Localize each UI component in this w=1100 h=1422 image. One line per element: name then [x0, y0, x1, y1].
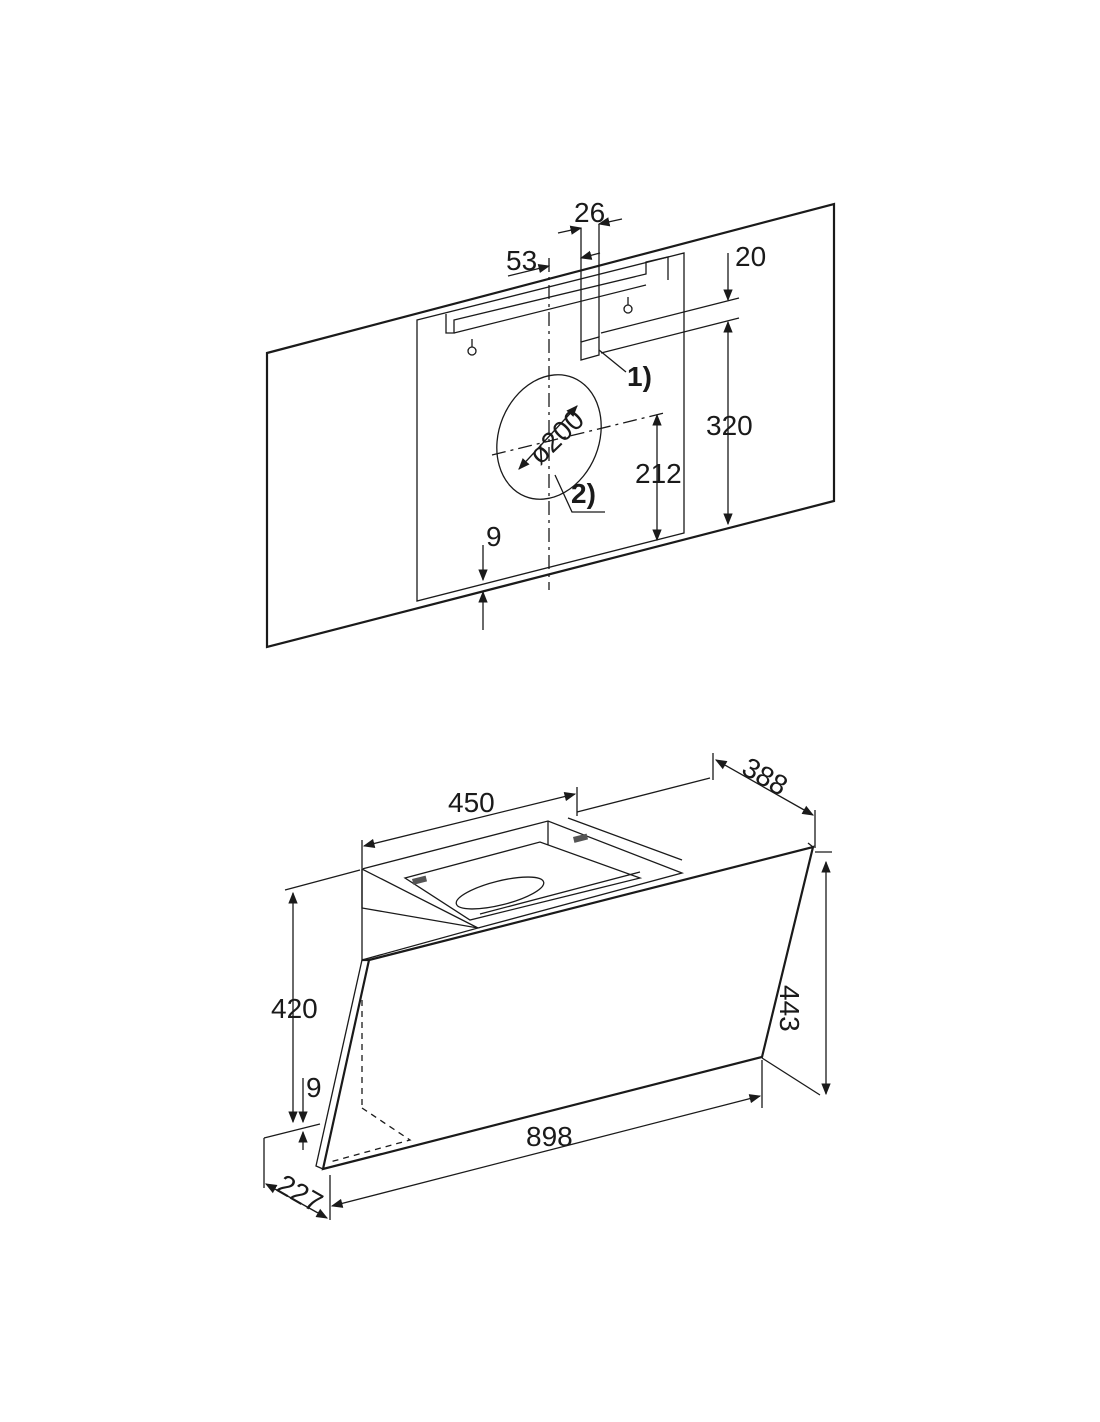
dim-53: 53 — [506, 245, 537, 276]
duct-opening — [496, 374, 602, 500]
hood-dimension-diagram: 388 450 420 9 443 898 227 — [263, 751, 832, 1220]
dim-320: 320 — [706, 410, 753, 441]
callout-2: 2) — [571, 478, 596, 509]
hood-body — [361, 820, 685, 929]
callout-1: 1) — [627, 361, 652, 392]
dim-420: 420 — [271, 993, 318, 1024]
dim-26: 26 — [574, 197, 605, 228]
hidden-edge — [329, 1107, 412, 1163]
mounting-plate — [416, 252, 685, 602]
dim-9-wall: 9 — [486, 521, 502, 552]
dim-898: 898 — [526, 1121, 573, 1152]
wall-mounting-diagram: ø200 1) 2) 26 53 20 320 212 9 — [265, 197, 836, 649]
dim-227: 227 — [272, 1168, 328, 1218]
dim-9-hood: 9 — [306, 1072, 322, 1103]
dim-388: 388 — [737, 751, 793, 801]
dim-212: 212 — [635, 458, 682, 489]
hood-top-recess — [403, 841, 643, 921]
electrical-connection — [580, 336, 600, 361]
mounting-bracket — [445, 256, 669, 334]
diameter-label: ø200 — [523, 404, 590, 471]
keyhole-slot-right — [623, 297, 633, 314]
dim-443: 443 — [774, 985, 805, 1032]
keyhole-slot-left — [467, 339, 477, 356]
wall-panel — [265, 202, 836, 649]
dim-450: 450 — [448, 787, 495, 818]
dim-20: 20 — [735, 241, 766, 272]
